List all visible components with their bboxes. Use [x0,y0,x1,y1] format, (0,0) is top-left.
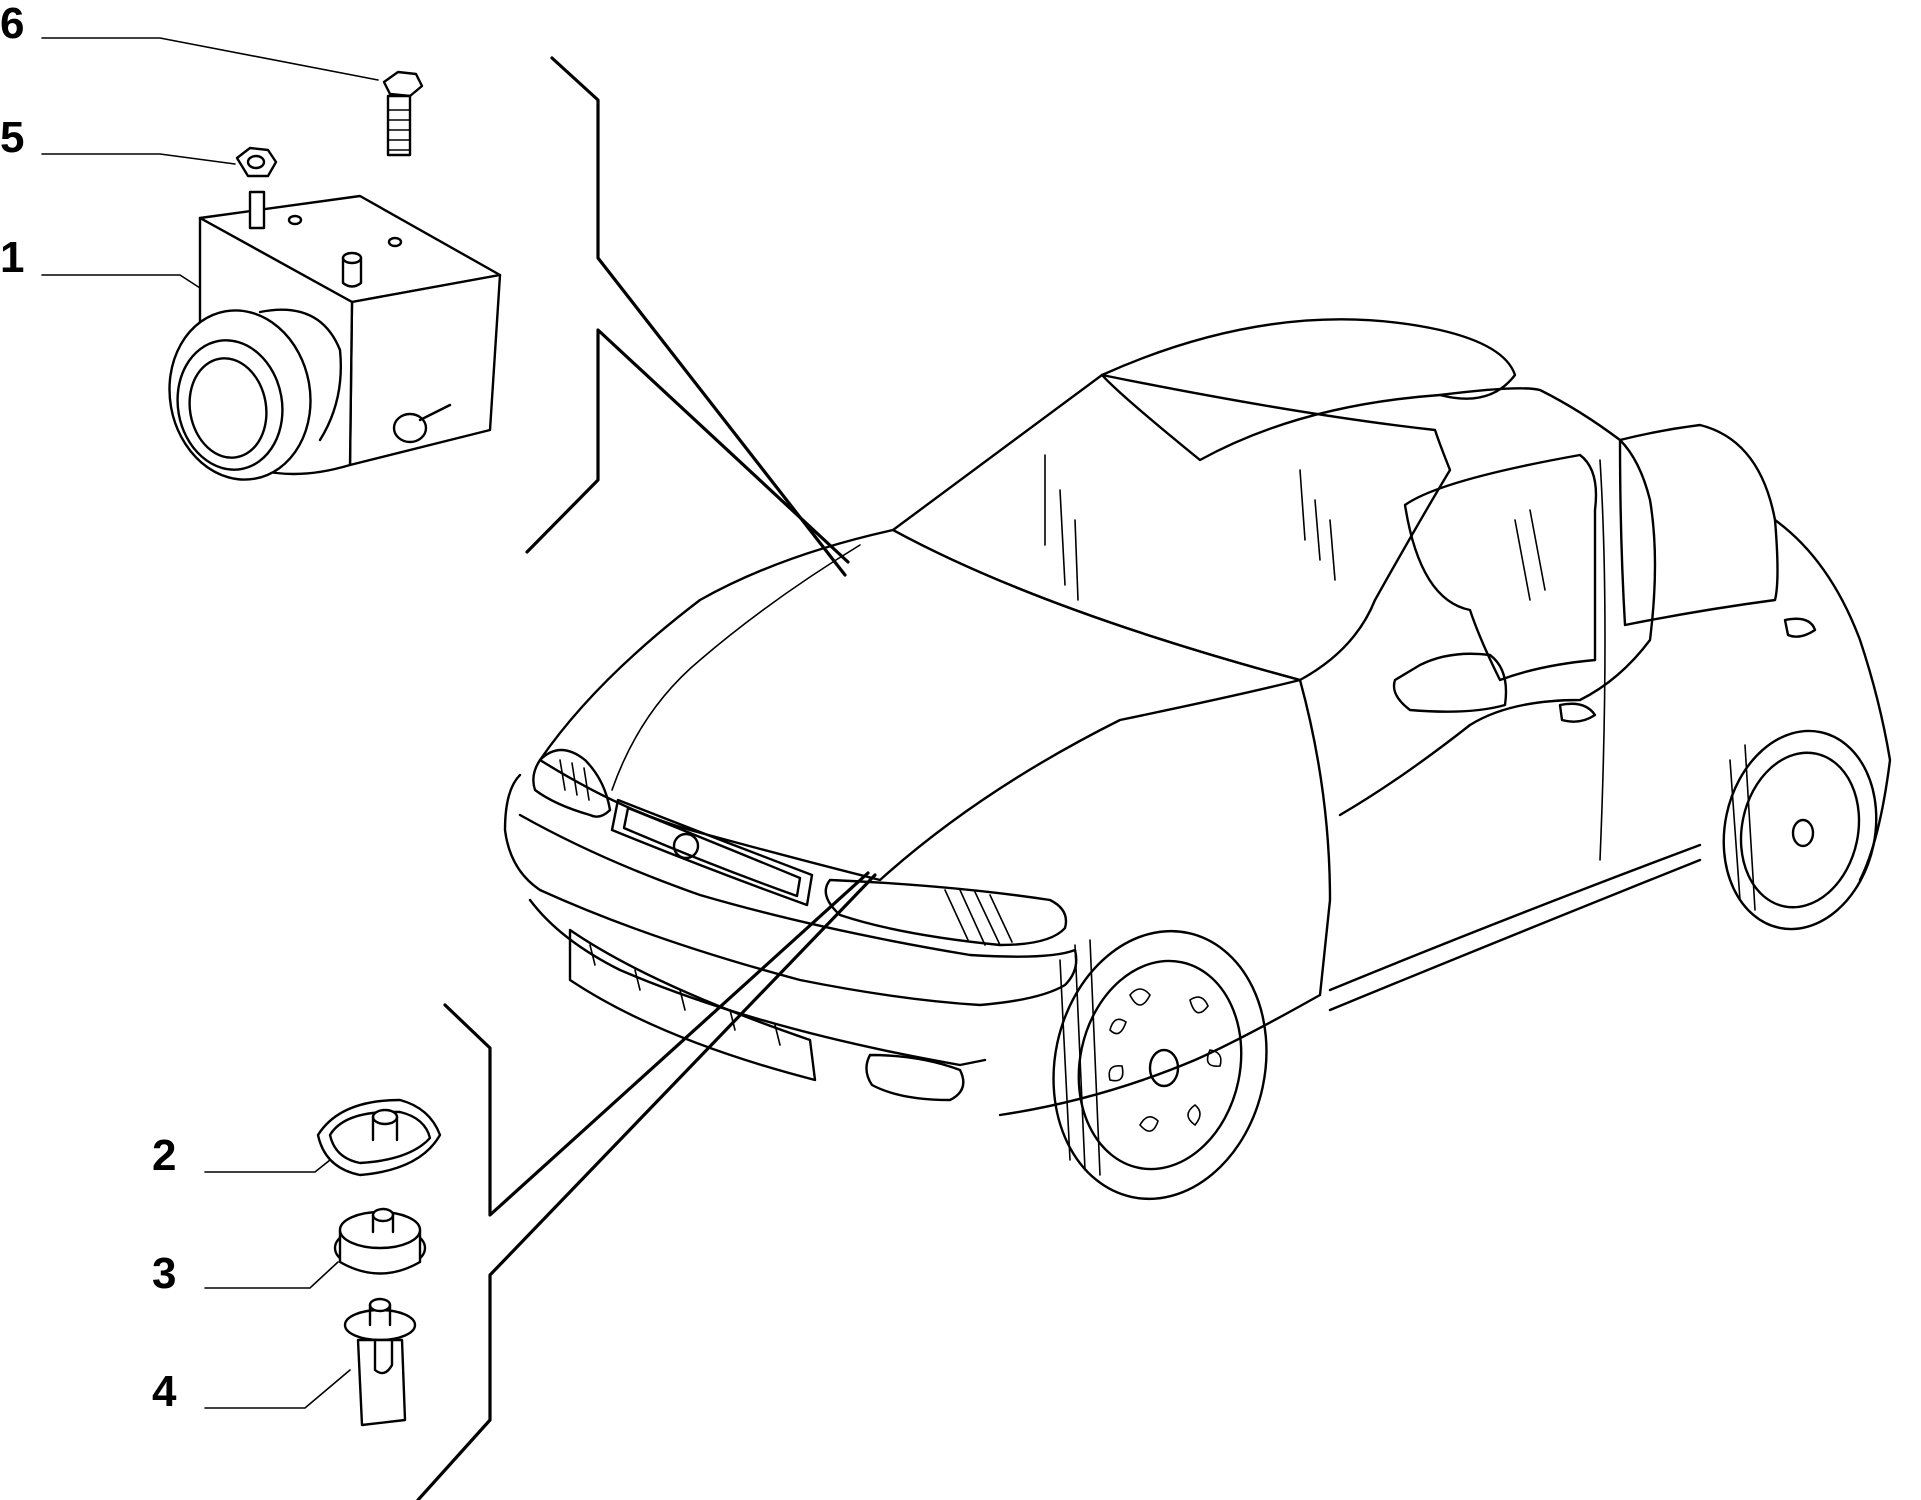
horn-unit-icon [41,194,502,481]
callout-4-label: 4 [152,1367,177,1416]
hex-nut-icon [41,146,278,230]
callout-3-label: 3 [152,1249,177,1298]
callout-5-label: 5 [0,113,25,162]
rubber-grommet-icon [204,1207,427,1289]
assembly-leader-lines [416,56,877,1500]
car-illustration [503,318,1892,1201]
push-rivet-icon [204,1297,417,1427]
spring-clip-nut-icon [204,1098,442,1177]
callout-1-label: 1 [0,233,25,282]
callout-6-label: 6 [0,0,25,48]
hex-bolt-icon [41,37,424,157]
callout-2-label: 2 [152,1131,177,1180]
